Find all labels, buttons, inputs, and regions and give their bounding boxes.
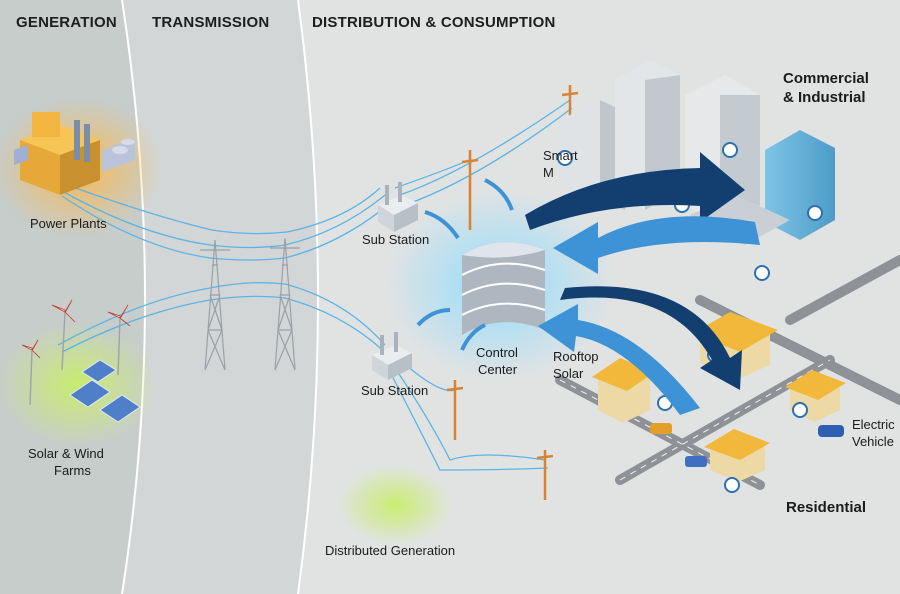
- power-lines: [57, 99, 573, 471]
- wind-turbines: [29, 311, 121, 406]
- flow-arrow-light-top: [553, 216, 760, 274]
- label-commercial-line2: & Industrial: [783, 89, 866, 106]
- label-commercial-line1: Commercial: [783, 70, 869, 87]
- distributed-glow: [337, 465, 453, 545]
- label-solar-wind-line2: Farms: [54, 463, 91, 478]
- label-power-plants: Power Plants: [30, 216, 107, 231]
- solar-farm-glow: [0, 323, 158, 447]
- power-plant-icon: [14, 112, 135, 195]
- flow-arrow-dark-top: [525, 152, 745, 230]
- label-sub-station-bottom: Sub Station: [361, 383, 429, 398]
- solar-panels: [69, 359, 141, 423]
- label-smart-meter-line1: Smart: [543, 148, 578, 163]
- sub-station-bottom-icon: [372, 332, 412, 380]
- label-control-line1: Control: [476, 345, 518, 360]
- utility-poles: [446, 85, 579, 500]
- label-rooftop-line1: Rooftop: [553, 349, 599, 364]
- label-solar-wind-line1: Solar & Wind: [28, 446, 104, 461]
- label-control-line2: Center: [478, 362, 518, 377]
- label-sub-station-top: Sub Station: [362, 232, 430, 247]
- label-electric-line1: Electric: [852, 417, 895, 432]
- control-center-arcs: [416, 178, 514, 351]
- header-distribution: DISTRIBUTION & CONSUMPTION: [312, 14, 556, 31]
- zone-divider-1: [121, 0, 146, 594]
- label-electric-line2: Vehicle: [852, 434, 894, 449]
- label-residential: Residential: [786, 499, 867, 516]
- turbine-blades: [21, 299, 131, 359]
- header-transmission: TRANSMISSION: [152, 14, 270, 31]
- flow-arrow-light-bottom: [538, 304, 700, 415]
- zone-divider-2: [297, 0, 319, 594]
- label-rooftop-line2: Solar: [553, 366, 584, 381]
- header-generation: GENERATION: [16, 14, 117, 31]
- generation-zone: [0, 0, 145, 594]
- control-center-building: [461, 242, 546, 335]
- vehicles: [650, 423, 844, 467]
- label-smart-meter-line2: M: [543, 165, 554, 180]
- sub-station-top-icon: [378, 182, 418, 232]
- label-distributed-generation: Distributed Generation: [325, 543, 456, 558]
- flow-arrow-dark-bottom: [560, 286, 742, 390]
- residential-houses: [592, 312, 846, 482]
- transmission-towers: [200, 237, 300, 371]
